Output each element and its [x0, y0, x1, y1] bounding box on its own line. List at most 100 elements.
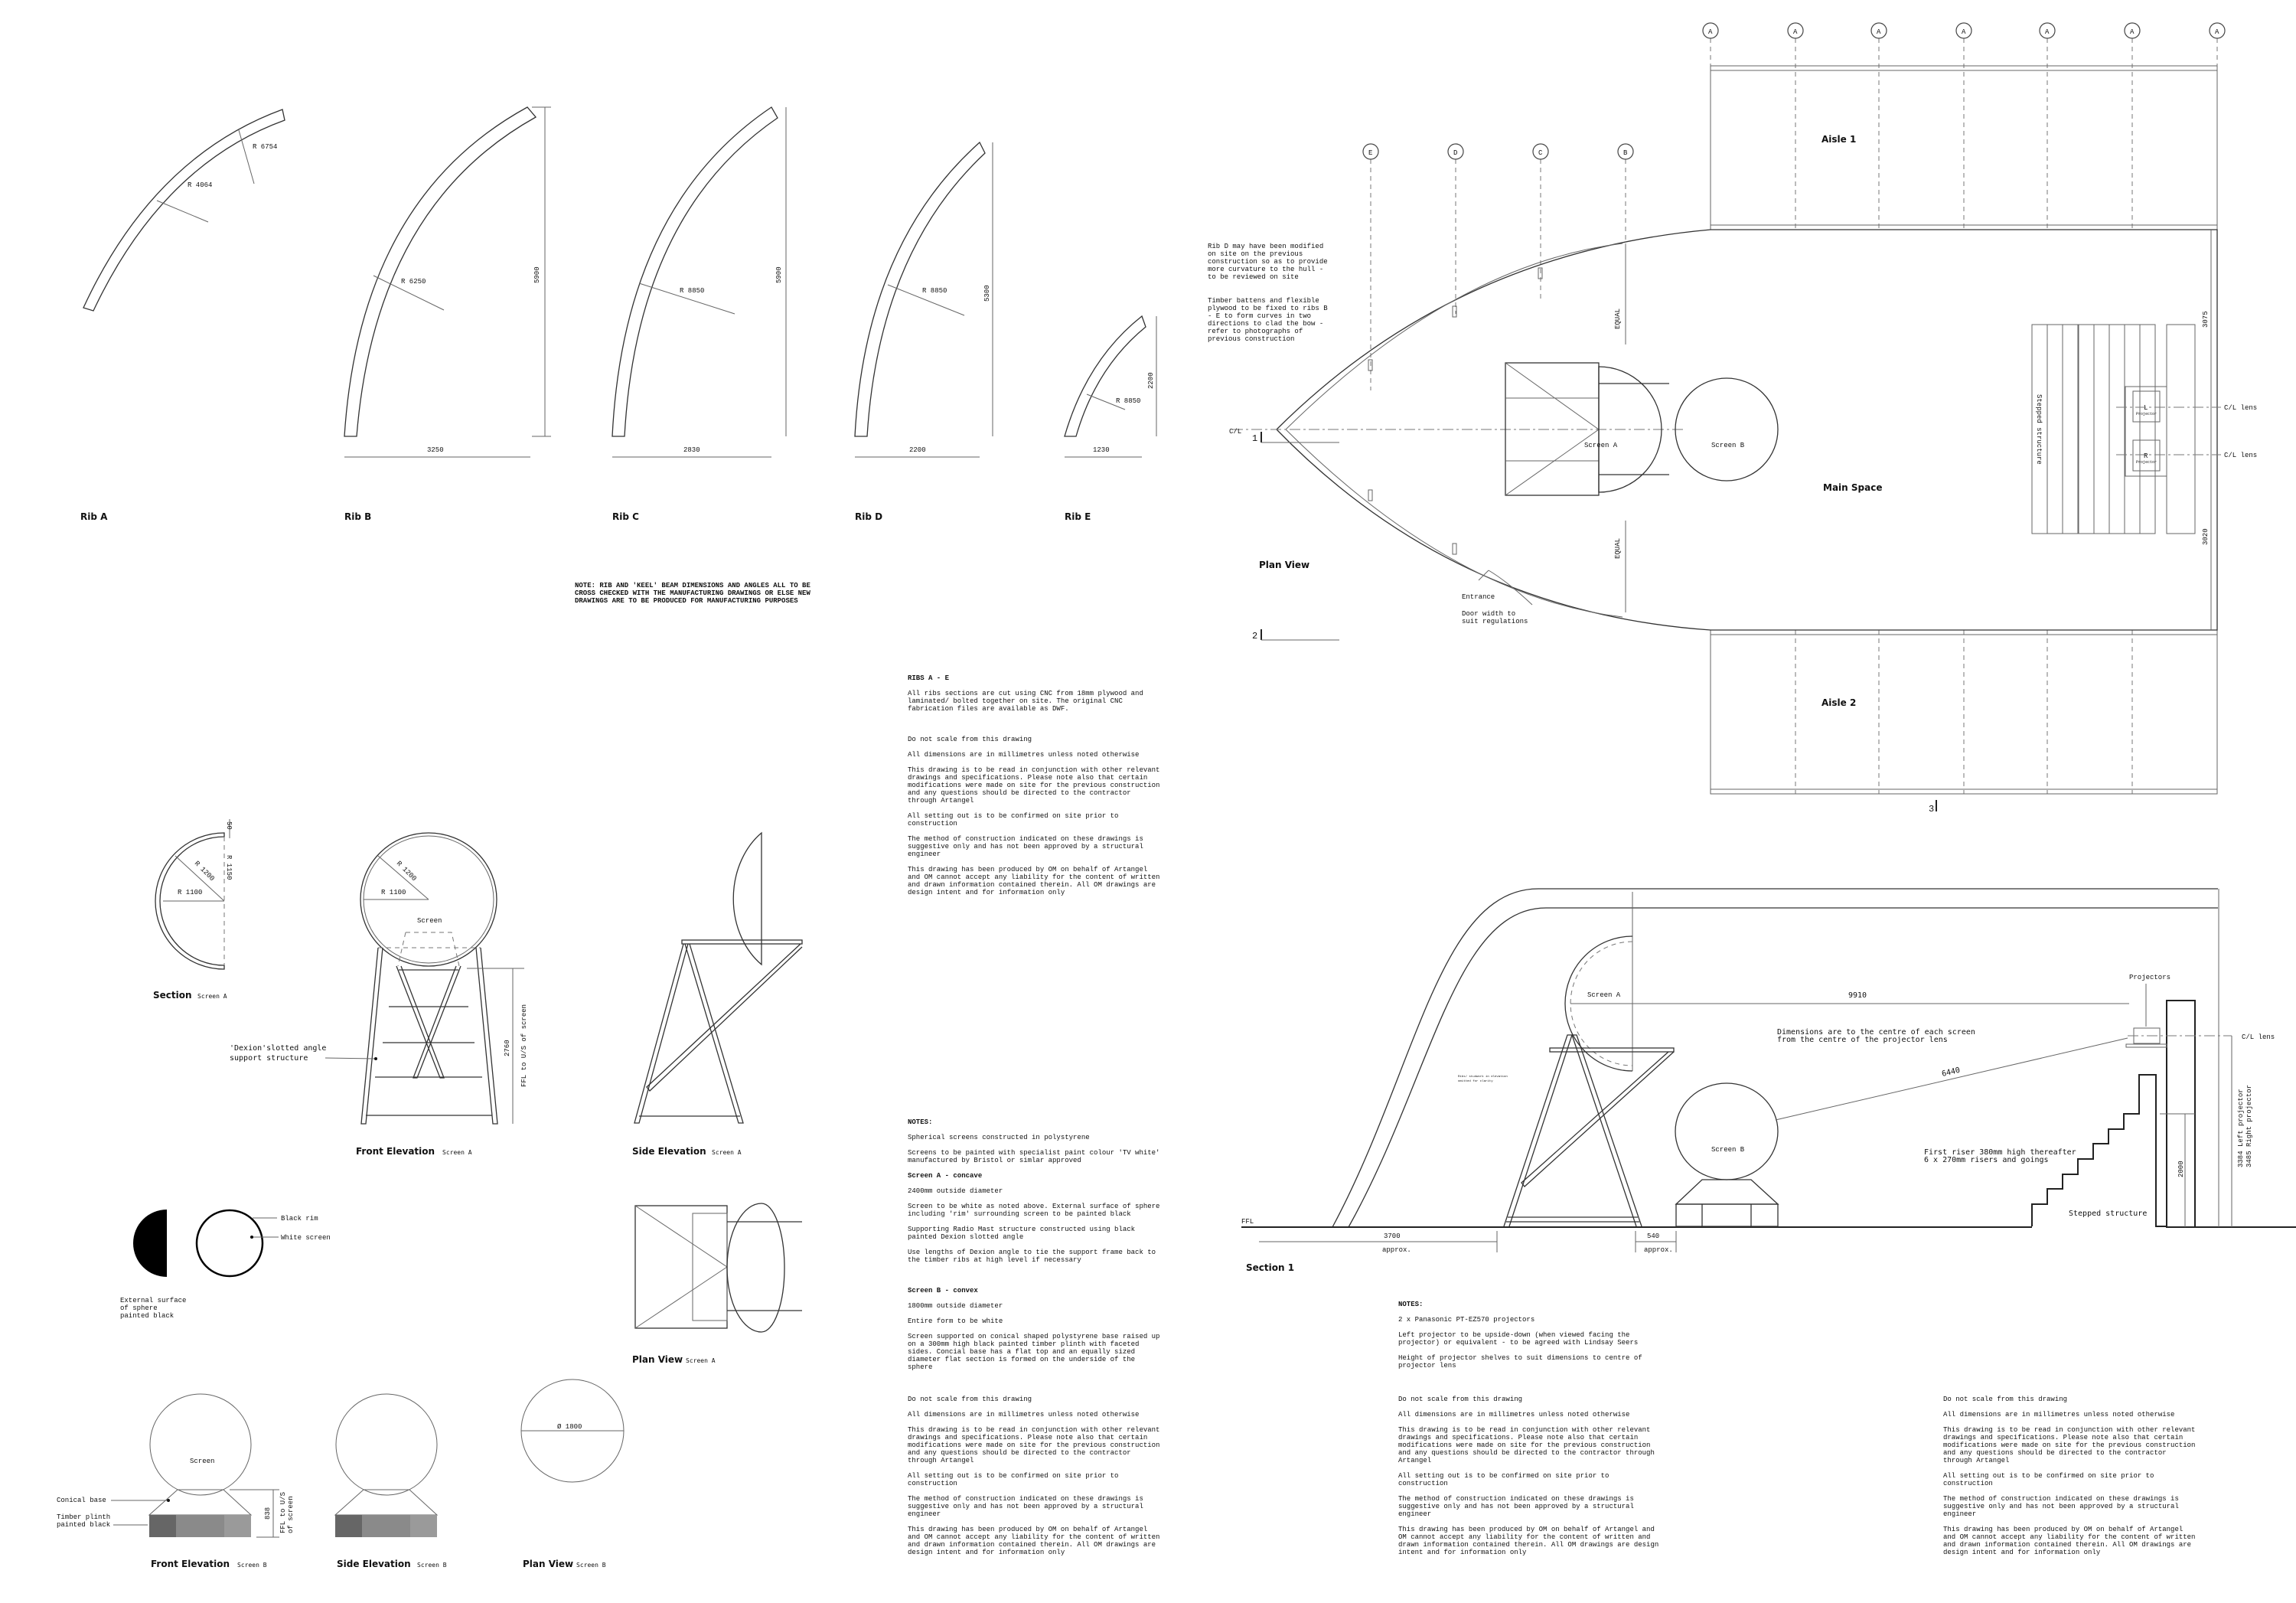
projectors-label: Projectors	[2129, 974, 2170, 981]
grid-bubble	[1447, 143, 1464, 160]
side-elevation-b-sub: Screen B	[417, 1562, 447, 1569]
dim-540-approx: approx.	[1644, 1246, 1673, 1254]
projector-l-label: L	[2144, 404, 2148, 412]
note-line: Screen A - concave	[908, 1172, 982, 1180]
rib-e-drawing: R 8850 2200 1230 Rib E	[1064, 315, 1157, 522]
note-line: design intent and for information only	[908, 889, 1065, 896]
grid-bubble	[1532, 143, 1549, 160]
door-note-2: suit regulations	[1462, 618, 1528, 625]
note-line: All ribs sections are cut using CNC from…	[908, 690, 1143, 697]
note-line: suggestive only and has not been approve…	[1943, 1503, 2179, 1510]
plan-screen-a-label: Screen A	[1584, 442, 1618, 449]
rib-a-label: Rib A	[80, 511, 108, 522]
note-line: All dimensions are in millimetres unless…	[1943, 1411, 2174, 1419]
note-line: Screen B - convex	[908, 1287, 978, 1294]
grid-label: C	[1538, 149, 1543, 157]
note-line: engineer	[908, 850, 941, 858]
diameter-label: Ø 1800	[557, 1423, 582, 1431]
front-elevation-a-sub: Screen A	[442, 1149, 472, 1156]
note-line: including 'rim' surrounding screen to be…	[908, 1210, 1131, 1218]
note-line: suggestive only and has not been approve…	[908, 1503, 1143, 1510]
grid-bubble	[1870, 22, 1887, 39]
dexion-label-1: 'Dexion'slotted angle	[230, 1044, 326, 1053]
note-line: 2400mm outside diameter	[908, 1187, 1003, 1195]
step-tread	[2108, 324, 2125, 534]
rib-manufacturing-note: NOTE: RIB AND 'KEEL' BEAM DIMENSIONS AND…	[575, 582, 810, 605]
grid-label: D	[1453, 149, 1457, 157]
black-rim-label: Black rim	[281, 1215, 318, 1223]
step-tread	[2078, 324, 2095, 534]
plan-view-a-sub: Screen A	[686, 1357, 716, 1364]
stepped-structure-label: Stepped structure	[2035, 394, 2043, 465]
note-line: and any questions should be directed to …	[908, 1449, 1131, 1457]
grid-bubble	[1702, 22, 1719, 39]
section-marker-2: 2	[1252, 631, 1257, 642]
note-line: CROSS CHECKED WITH THE MANUFACTURING DRA…	[575, 589, 810, 597]
dim-2760: 2760	[504, 1040, 511, 1056]
rib-b-height: 5900	[533, 266, 541, 283]
white-screen-label: White screen	[281, 1234, 331, 1242]
section-stepped-label: Stepped structure	[2069, 1210, 2147, 1218]
note-line: the timber ribs at high level if necessa…	[908, 1256, 1081, 1264]
stepped-structure-plan	[2031, 324, 2156, 534]
front-r1200: R 1200	[395, 860, 418, 883]
door-note-1: Door width to	[1462, 610, 1515, 618]
note-line: intent and for information only	[1398, 1549, 1527, 1556]
note-line: This drawing is to be read in conjunctio…	[908, 1426, 1159, 1434]
dexion-label-2: support structure	[230, 1054, 308, 1063]
note-line: construction	[1943, 1480, 1993, 1487]
rib-b-radius: R 6250	[401, 278, 426, 286]
plan-view-b-title: Plan View	[523, 1559, 573, 1569]
screen-a-colour-legend: Black rim White screen External surface …	[120, 1209, 331, 1320]
screen-a-section: R 1100 R 1200 R 1150 50 Section Screen A	[153, 819, 233, 1001]
front-elevation-a-title: Front Elevation	[356, 1146, 435, 1157]
note-line: Screen supported on conical shaped polys…	[908, 1333, 1159, 1340]
screen-b-front-elevation: Screen Conical base Timber plinth painte…	[57, 1393, 295, 1569]
studwork-note-1: Ribs/ studwork in elevation	[1458, 1075, 1508, 1079]
note-line: to be reviewed on site	[1208, 273, 1299, 281]
projector-r-sub: Projector	[2136, 460, 2157, 465]
note-line: This drawing is to be read in conjunctio…	[908, 766, 1159, 774]
grid-bubble	[2209, 22, 2226, 39]
grid-bubble	[1955, 22, 1972, 39]
note-line: plywood to be fixed to ribs B	[1208, 305, 1328, 312]
section-marker-1: 1	[1252, 433, 1257, 444]
note-line: All setting out is to be confirmed on si…	[1943, 1472, 2154, 1480]
section-1-title: Section 1	[1246, 1262, 1294, 1273]
rib-a-drawing: R 4064 R 6754 Rib A	[80, 109, 285, 522]
note-line: NOTE: RIB AND 'KEEL' BEAM DIMENSIONS AND…	[575, 582, 810, 589]
section-screen-a-label: Screen A	[1587, 991, 1621, 999]
r1100-label: R 1100	[178, 889, 202, 896]
plan-view-a-title: Plan View	[632, 1354, 683, 1365]
black-hemisphere-icon	[133, 1210, 167, 1277]
note-line: The method of construction indicated on …	[1943, 1495, 2179, 1503]
step-tread	[2124, 324, 2141, 534]
d50-label: 50	[225, 821, 233, 830]
step-tread	[2047, 324, 2063, 534]
section-screen-a-sub: Screen A	[197, 993, 227, 1000]
note-line: suggestive only and has not been approve…	[908, 843, 1143, 850]
aisle-1-label: Aisle 1	[1821, 134, 1856, 145]
plinth-label-1: Timber plinth	[57, 1513, 110, 1521]
note-line: OM cannot accept any liability for the c…	[1398, 1533, 1650, 1541]
note-line: DRAWINGS ARE TO BE PRODUCED FOR MANUFACT…	[575, 597, 798, 605]
note-line: Do not scale from this drawing	[908, 1396, 1032, 1403]
notes-screens: NOTES:Spherical screens constructed in p…	[908, 1118, 1159, 1371]
note-line: drawings and specifications. Please note…	[1943, 1434, 2183, 1441]
riser-note-2: 6 x 270mm risers and goings	[1924, 1156, 2049, 1164]
note-line: sides. Concial base has a flat top and a…	[908, 1348, 1135, 1356]
note-line: suggestive only and has not been approve…	[1398, 1503, 1634, 1510]
grid-label: A	[1793, 28, 1798, 36]
dim-9910: 9910	[1848, 991, 1867, 1000]
note-line: and drawn information contained therein.…	[908, 881, 1156, 889]
note-line: Do not scale from this drawing	[1398, 1396, 1522, 1403]
note-line: projector) or equivalent - to be agreed …	[1398, 1339, 1638, 1347]
side-elevation-a-title: Side Elevation	[632, 1146, 706, 1157]
dim-540: 540	[1647, 1232, 1659, 1240]
note-line: The method of construction indicated on …	[908, 1495, 1143, 1503]
note-line: All setting out is to be confirmed on si…	[908, 812, 1118, 820]
plan-cl-lens-1: C/L lens	[2224, 404, 2257, 412]
